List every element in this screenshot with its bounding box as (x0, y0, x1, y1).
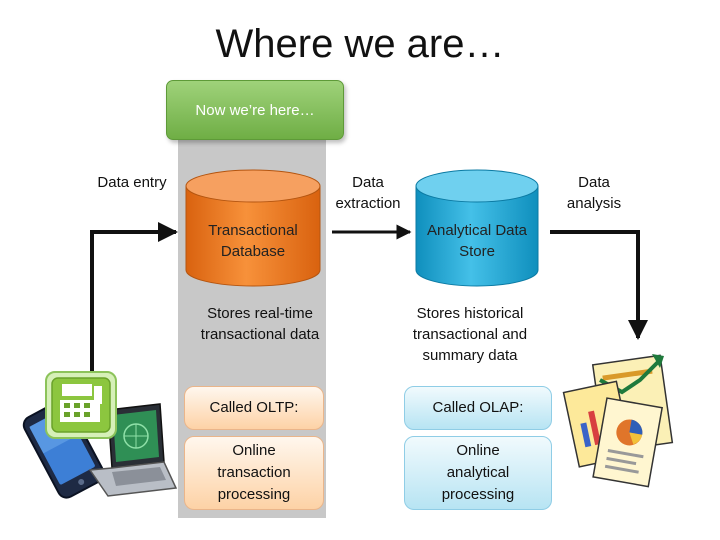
olap-called-label: Called OLAP: (432, 399, 524, 416)
oltp-called-box: Called OLTP: (184, 386, 324, 430)
laptop-icon (88, 403, 178, 497)
olap-description: Stores historical transactional and summ… (412, 305, 528, 364)
slide-title: Where we are… (215, 22, 505, 66)
data-entry-label: Data entry (97, 174, 167, 191)
now-here-label: Now we’re here… (195, 101, 315, 119)
oltp-expansion-label: Online transaction processing (217, 442, 291, 503)
analytical-data-store-label: Analytical Data Store (426, 222, 528, 260)
reports-icon (562, 354, 674, 488)
cash-register-icon (45, 371, 117, 439)
olap-expansion-label: Online analytical processing (441, 442, 515, 503)
analytical-data-store-cylinder (415, 169, 539, 287)
data-extraction-label: Data extraction (335, 174, 401, 212)
data-entry-arrow (90, 222, 178, 372)
transactional-database-cylinder (185, 169, 321, 287)
olap-called-box: Called OLAP: (404, 386, 552, 430)
data-analysis-arrow (550, 230, 648, 340)
oltp-called-label: Called OLTP: (209, 399, 299, 416)
data-analysis-label: Data analysis (566, 174, 622, 212)
oltp-description: Stores real-time transactional data (200, 305, 320, 343)
olap-expansion-box: Online analytical processing (404, 436, 552, 510)
now-here-badge: Now we’re here… (166, 80, 344, 140)
transactional-database-label: Transactional Database (208, 222, 298, 260)
oltp-expansion-box: Online transaction processing (184, 436, 324, 510)
